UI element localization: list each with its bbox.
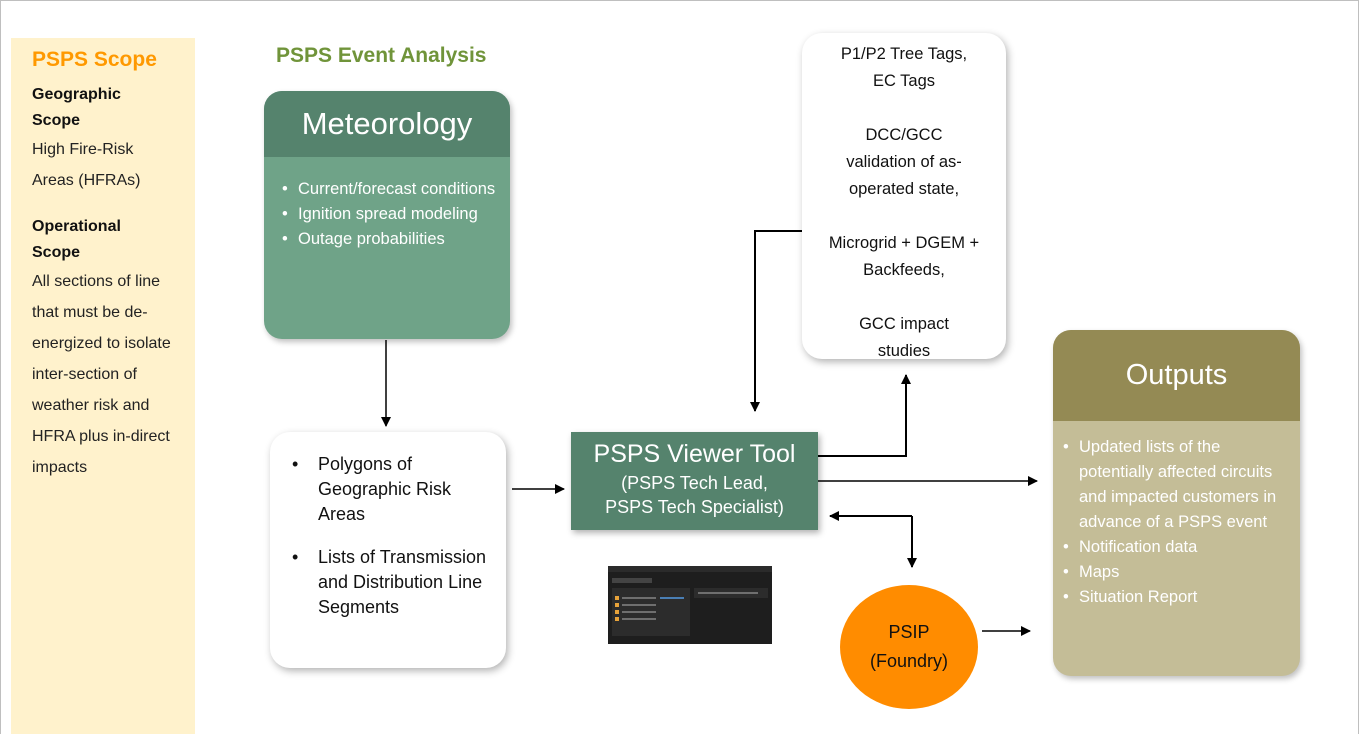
viewer-tool-card: PSPS Viewer Tool (PSPS Tech Lead, PSPS T… bbox=[571, 432, 818, 530]
tags-line: DCC/GCC validation of as-operated state, bbox=[846, 126, 962, 198]
meteorology-title: Meteorology bbox=[264, 91, 510, 157]
geographic-risk-item: Polygons of Geographic Risk Areas bbox=[292, 452, 472, 527]
arrow-tags-to-viewer bbox=[750, 230, 802, 412]
psip-foundry-node: PSIP (Foundry) bbox=[840, 585, 978, 709]
operational-scope-heading: Operational Scope bbox=[32, 218, 121, 261]
meteorology-list: Current/forecast conditions Ignition spr… bbox=[264, 157, 510, 252]
geographic-scope-text: High Fire-Risk Areas (HFRAs) bbox=[32, 141, 141, 189]
viewer-tool-subtitle: (PSPS Tech Lead, bbox=[621, 473, 768, 493]
geographic-risk-card: Polygons of Geographic Risk Areas Lists … bbox=[270, 432, 506, 668]
psip-label: PSIP bbox=[888, 622, 930, 642]
scope-title: PSPS Scope bbox=[32, 48, 157, 71]
operational-scope-text: All sections of line that must be de-ene… bbox=[32, 273, 171, 476]
arrow-viewer-to-tags bbox=[818, 374, 911, 457]
geographic-risk-list: Polygons of Geographic Risk Areas Lists … bbox=[292, 452, 496, 620]
outputs-list: Updated lists of the potentially affecte… bbox=[1053, 421, 1300, 610]
outputs-item: Maps bbox=[1063, 560, 1290, 585]
outputs-item: Notification data bbox=[1063, 535, 1290, 560]
tags-validation-card: P1/P2 Tree Tags, EC Tags DCC/GCC validat… bbox=[802, 33, 1006, 360]
geographic-scope-heading: Geographic Scope bbox=[32, 86, 121, 129]
meteorology-item: Outage probabilities bbox=[282, 227, 498, 252]
viewer-tool-title: PSPS Viewer Tool bbox=[593, 440, 796, 468]
geographic-risk-item: Lists of Transmission and Distribution L… bbox=[292, 545, 492, 620]
meteorology-item: Current/forecast conditions bbox=[282, 177, 498, 202]
tags-line: GCC impact studies bbox=[859, 315, 949, 360]
psip-sublabel: (Foundry) bbox=[869, 651, 949, 671]
tags-line: P1/P2 Tree Tags, bbox=[840, 45, 968, 63]
outputs-title: Outputs bbox=[1053, 330, 1300, 421]
viewer-screenshot-image bbox=[608, 566, 772, 644]
outputs-item: Situation Report bbox=[1063, 585, 1290, 610]
page-title: PSPS Event Analysis bbox=[276, 44, 487, 67]
meteorology-item: Ignition spread modeling bbox=[282, 202, 498, 227]
tags-line: Microgrid + DGEM + Backfeeds, bbox=[828, 234, 980, 279]
outputs-item: Updated lists of the potentially affecte… bbox=[1063, 435, 1290, 535]
meteorology-card: Meteorology Current/forecast conditions … bbox=[264, 91, 510, 339]
scope-panel: PSPS Scope Geographic Scope High Fire-Ri… bbox=[11, 38, 195, 734]
viewer-tool-subtitle: PSPS Tech Specialist) bbox=[605, 497, 784, 517]
tags-line: EC Tags bbox=[872, 72, 936, 90]
outputs-card: Outputs Updated lists of the potentially… bbox=[1053, 330, 1300, 676]
